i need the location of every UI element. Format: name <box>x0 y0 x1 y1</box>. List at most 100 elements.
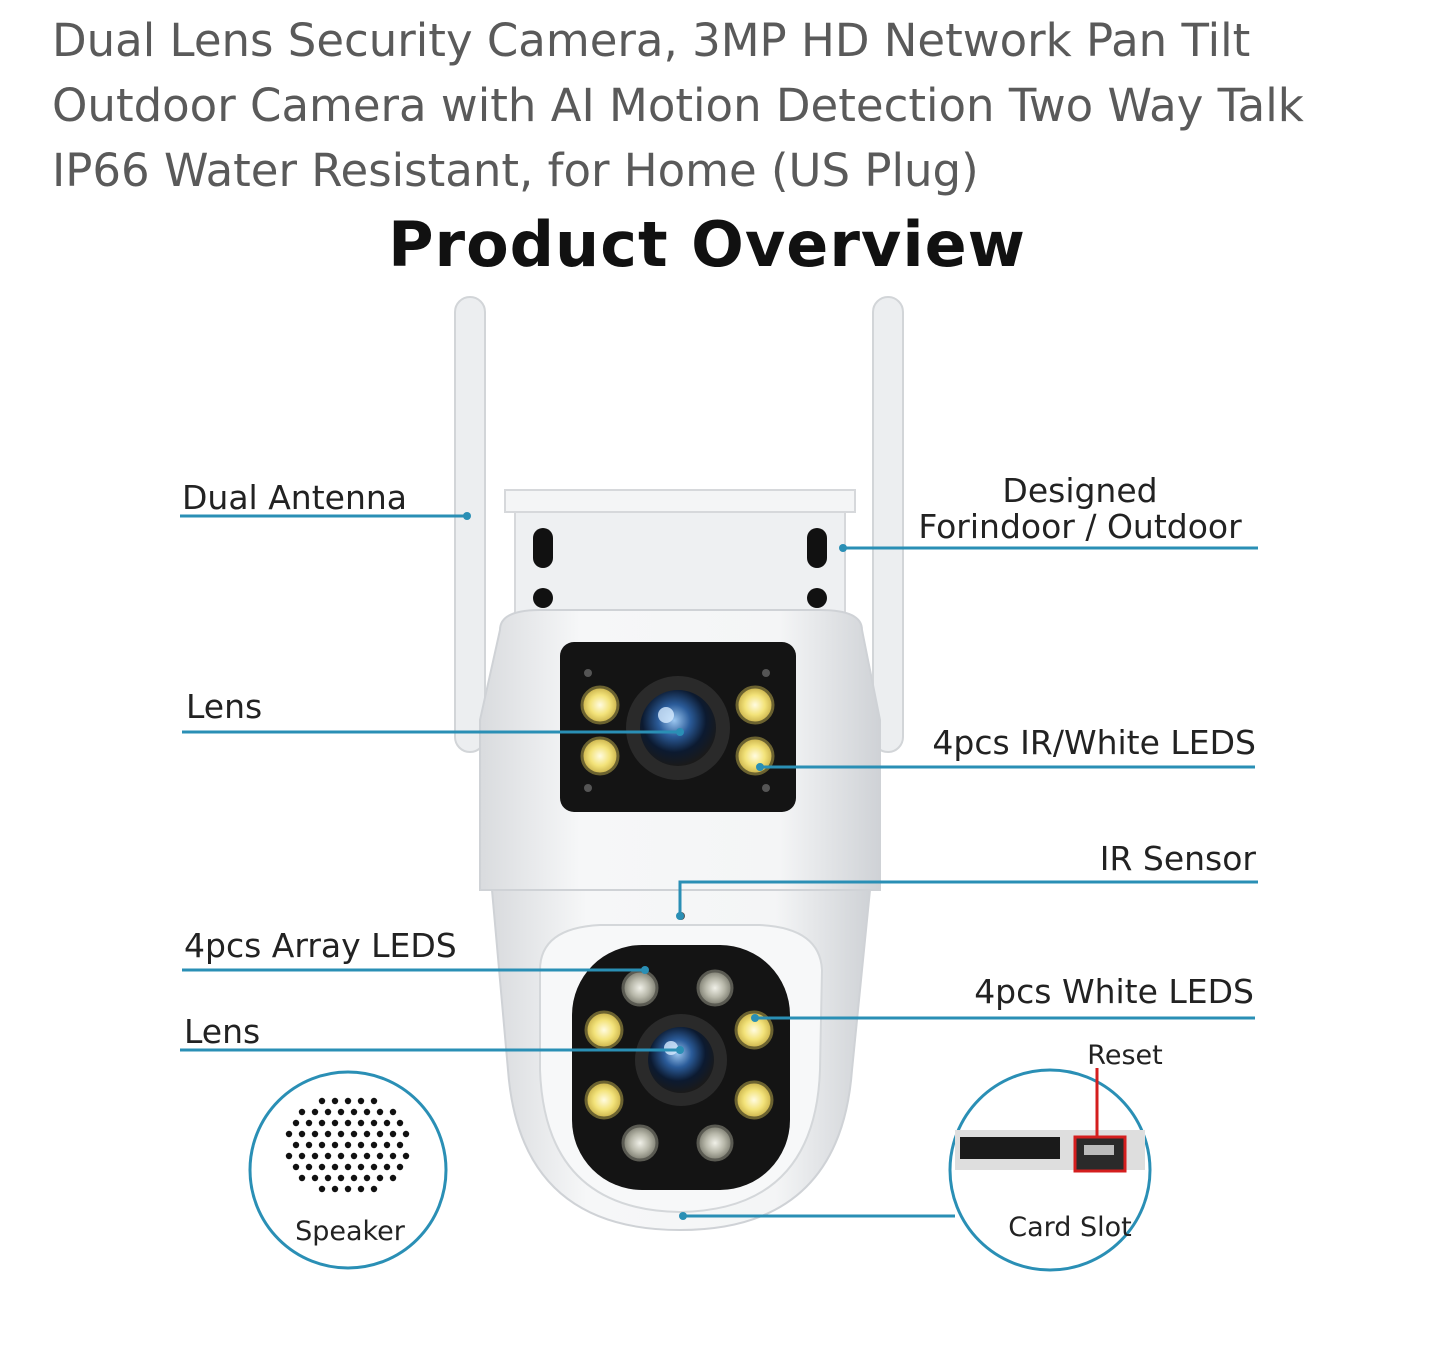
speaker-hole <box>324 1130 332 1138</box>
speaker-hole <box>357 1163 365 1171</box>
speaker-hole <box>331 1119 339 1127</box>
speaker-hole <box>344 1185 352 1193</box>
label-lens-bottom: Lens <box>184 1012 261 1051</box>
callout-dots <box>463 512 847 1220</box>
speaker-hole <box>311 1108 319 1116</box>
speaker-hole <box>344 1141 352 1149</box>
speaker-hole <box>363 1108 371 1116</box>
speaker-hole <box>324 1152 332 1160</box>
speaker-hole <box>350 1152 358 1160</box>
speaker-hole <box>324 1174 332 1182</box>
speaker-hole <box>298 1130 306 1138</box>
product-title-line-2: Outdoor Camera with AI Motion Detection … <box>52 79 1304 132</box>
label-card-slot: Card Slot <box>1008 1212 1132 1243</box>
speaker-hole <box>324 1108 332 1116</box>
speaker-hole <box>318 1097 326 1105</box>
label-ir-sensor: IR Sensor <box>1099 839 1256 878</box>
speaker-hole <box>357 1141 365 1149</box>
label-reset: Reset <box>1087 1040 1163 1071</box>
speaker-hole <box>292 1141 300 1149</box>
speaker-hole <box>311 1130 319 1138</box>
speaker-hole <box>305 1119 313 1127</box>
speaker-hole <box>370 1097 378 1105</box>
speaker-hole <box>350 1108 358 1116</box>
product-image[interactable]: Product Overview Dual Antenna Designed F… <box>0 200 1440 1350</box>
speaker-hole <box>337 1130 345 1138</box>
speaker-hole <box>370 1141 378 1149</box>
speaker-hole <box>311 1174 319 1182</box>
speaker-hole <box>305 1141 313 1149</box>
speaker-hole <box>376 1152 384 1160</box>
speaker-hole <box>298 1108 306 1116</box>
speaker-hole <box>370 1185 378 1193</box>
speaker-hole <box>318 1119 326 1127</box>
speaker-hole <box>383 1119 391 1127</box>
speaker-hole <box>396 1119 404 1127</box>
speaker-hole <box>298 1174 306 1182</box>
speaker-hole <box>331 1097 339 1105</box>
speaker-hole <box>292 1119 300 1127</box>
speaker-hole <box>357 1119 365 1127</box>
speaker-hole <box>285 1152 293 1160</box>
speaker-hole <box>376 1108 384 1116</box>
speaker-hole <box>357 1185 365 1193</box>
camera-illustration <box>180 296 1258 1272</box>
label-white-leds: 4pcs White LEDS <box>974 972 1254 1011</box>
speaker-hole <box>350 1130 358 1138</box>
speaker-hole <box>396 1163 404 1171</box>
image-heading: Product Overview <box>388 208 1026 281</box>
speaker-hole <box>383 1163 391 1171</box>
speaker-hole <box>389 1152 397 1160</box>
speaker-hole <box>389 1130 397 1138</box>
speaker-hole <box>363 1152 371 1160</box>
label-array-leds: 4pcs Array LEDS <box>184 926 457 965</box>
speaker-hole <box>331 1141 339 1149</box>
label-designed-line2: Forindoor / Outdoor <box>918 507 1242 546</box>
speaker-hole <box>363 1130 371 1138</box>
speaker-hole <box>311 1152 319 1160</box>
upper-camera-head <box>479 609 881 891</box>
speaker-hole <box>344 1119 352 1127</box>
card-slot-inset <box>948 1068 1152 1272</box>
speaker-hole <box>357 1097 365 1105</box>
speaker-hole <box>389 1108 397 1116</box>
label-dual-antenna: Dual Antenna <box>182 478 407 517</box>
product-title-line-3: IP66 Water Resistant, for Home (US Plug) <box>52 144 979 197</box>
speaker-hole <box>396 1141 404 1149</box>
label-lens-top: Lens <box>186 687 263 726</box>
speaker-hole <box>318 1185 326 1193</box>
speaker-hole <box>370 1119 378 1127</box>
speaker-hole <box>337 1152 345 1160</box>
speaker-hole <box>344 1163 352 1171</box>
speaker-hole <box>363 1174 371 1182</box>
speaker-hole <box>402 1152 410 1160</box>
speaker-hole <box>383 1141 391 1149</box>
speaker-hole <box>305 1163 313 1171</box>
speaker-hole <box>318 1163 326 1171</box>
speaker-inset <box>248 1070 448 1270</box>
speaker-hole <box>318 1141 326 1149</box>
speaker-hole <box>292 1163 300 1171</box>
speaker-hole <box>337 1108 345 1116</box>
label-designed-line1: Designed <box>1002 471 1158 510</box>
speaker-hole <box>376 1174 384 1182</box>
antenna-left <box>454 296 486 753</box>
speaker-hole <box>337 1174 345 1182</box>
antenna-right <box>872 296 904 753</box>
speaker-hole <box>376 1130 384 1138</box>
speaker-hole <box>389 1174 397 1182</box>
product-title: Dual Lens Security Camera, 3MP HD Networ… <box>52 8 1412 203</box>
product-title-line-1: Dual Lens Security Camera, 3MP HD Networ… <box>52 14 1251 67</box>
speaker-hole <box>331 1163 339 1171</box>
speaker-hole <box>331 1185 339 1193</box>
speaker-hole <box>402 1130 410 1138</box>
label-ir-white-leds: 4pcs IR/White LEDS <box>932 723 1256 762</box>
speaker-hole <box>285 1130 293 1138</box>
lower-camera-dome <box>490 889 872 1232</box>
speaker-hole <box>370 1163 378 1171</box>
speaker-hole <box>344 1097 352 1105</box>
speaker-hole <box>298 1152 306 1160</box>
speaker-hole <box>350 1174 358 1182</box>
callout-lines <box>180 514 1258 1218</box>
label-speaker: Speaker <box>295 1216 405 1247</box>
